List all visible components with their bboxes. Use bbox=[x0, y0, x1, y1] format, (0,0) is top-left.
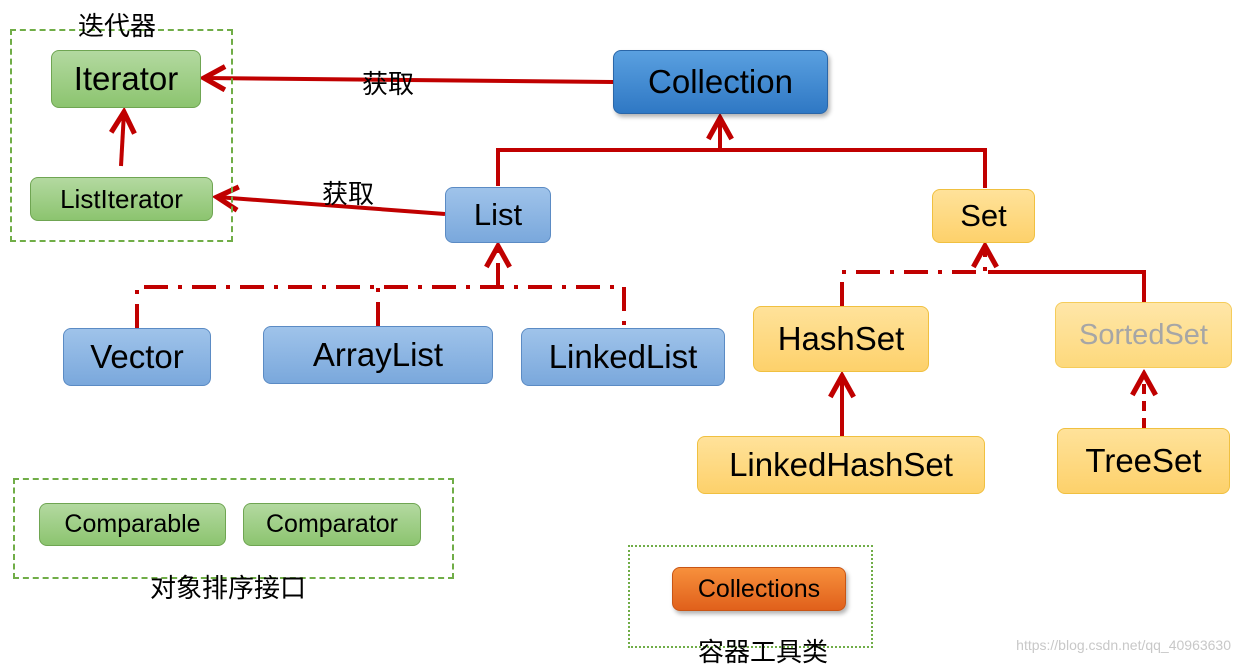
sorting-interfaces-label: 对象排序接口 bbox=[150, 574, 307, 604]
linked-list-node: LinkedList bbox=[521, 328, 725, 386]
list-iterator-node: ListIterator bbox=[30, 177, 213, 221]
edge-label-list-listiterator: 获取 bbox=[322, 180, 375, 210]
arrow-list-impls-to-list bbox=[135, 246, 626, 328]
sorting-interfaces-box bbox=[13, 478, 454, 579]
watermark: https://blog.csdn.net/qq_40963630 bbox=[1016, 637, 1231, 653]
arrow-list-set-to-collection bbox=[496, 118, 987, 188]
hash-set-node: HashSet bbox=[753, 306, 929, 372]
linked-hash-set-node: LinkedHashSet bbox=[697, 436, 985, 494]
arrow-collection-to-iterator bbox=[204, 78, 614, 82]
sorted-set-node: SortedSet bbox=[1055, 302, 1232, 368]
array-list-node: ArrayList bbox=[263, 326, 493, 384]
container-tools-label: 容器工具类 bbox=[698, 638, 829, 668]
tree-set-node: TreeSet bbox=[1057, 428, 1230, 494]
arrow-hashset-to-set bbox=[840, 246, 985, 306]
iterator-group-box bbox=[10, 29, 233, 242]
arrow-listiterator-to-iterator bbox=[121, 112, 124, 167]
comparator-node: Comparator bbox=[243, 503, 421, 546]
set-node: Set bbox=[932, 189, 1035, 243]
edge-label-collection-iterator: 获取 bbox=[362, 70, 415, 100]
list-node: List bbox=[445, 187, 551, 243]
vector-node: Vector bbox=[63, 328, 211, 386]
collection-node: Collection bbox=[613, 50, 828, 114]
iterator-node: Iterator bbox=[51, 50, 201, 108]
arrow-list-to-listiterator bbox=[217, 197, 446, 216]
arrow-sortedset-to-set bbox=[988, 270, 1146, 302]
collections-node: Collections bbox=[672, 567, 846, 611]
iterator-group-label: 迭代器 bbox=[78, 12, 157, 42]
comparable-node: Comparable bbox=[39, 503, 226, 546]
container-tools-box bbox=[628, 545, 873, 648]
